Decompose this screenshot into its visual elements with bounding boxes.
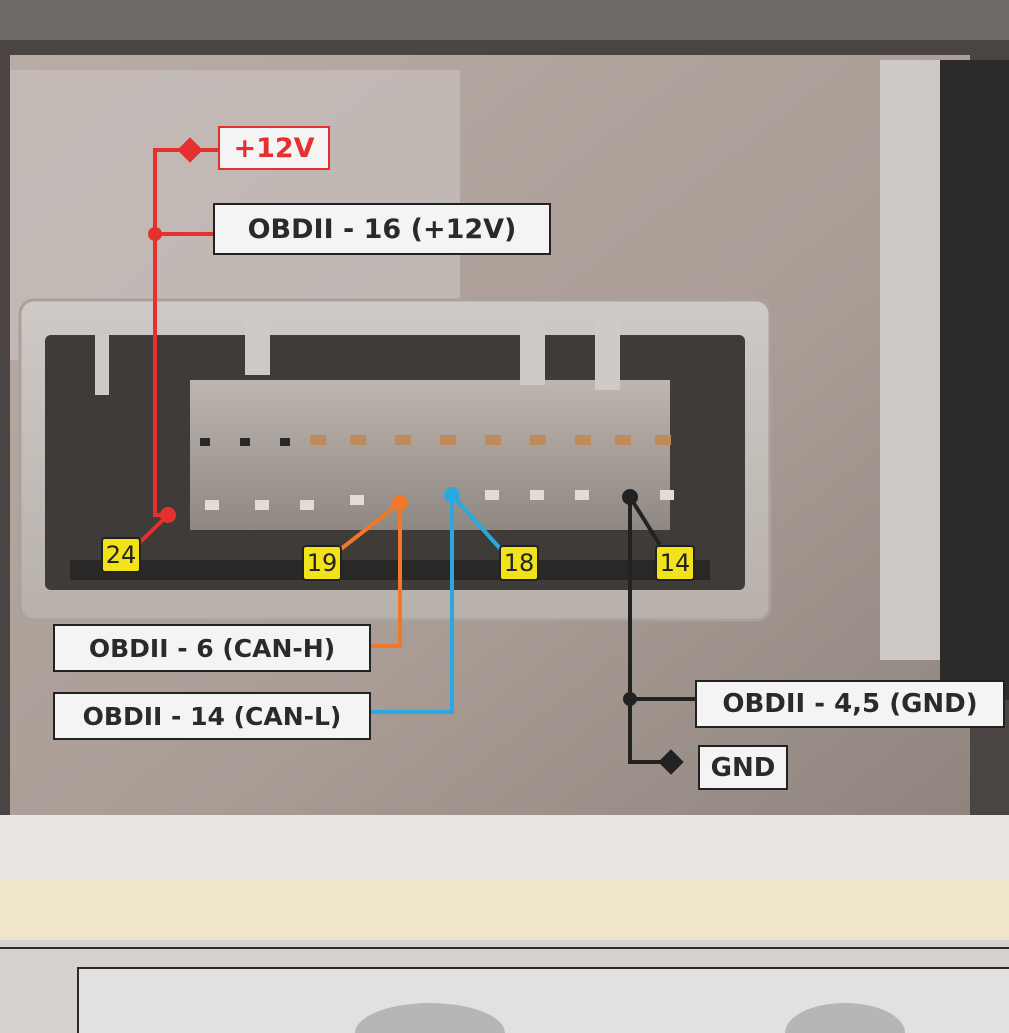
pin-label-19: 19 bbox=[302, 545, 342, 581]
pin-label-14: 14 bbox=[655, 545, 695, 581]
pin-label-18: 18 bbox=[499, 545, 539, 581]
label-obd-6: OBDII - 6 (CAN-H) bbox=[53, 624, 371, 672]
label-obd-16: OBDII - 16 (+12V) bbox=[213, 203, 551, 255]
label-gnd: GND bbox=[698, 745, 788, 790]
label-obd-14: OBDII - 14 (CAN-L) bbox=[53, 692, 371, 740]
label-12v: +12V bbox=[218, 126, 330, 170]
label-obd-45: OBDII - 4,5 (GND) bbox=[695, 680, 1005, 728]
pin-label-24: 24 bbox=[101, 537, 141, 573]
